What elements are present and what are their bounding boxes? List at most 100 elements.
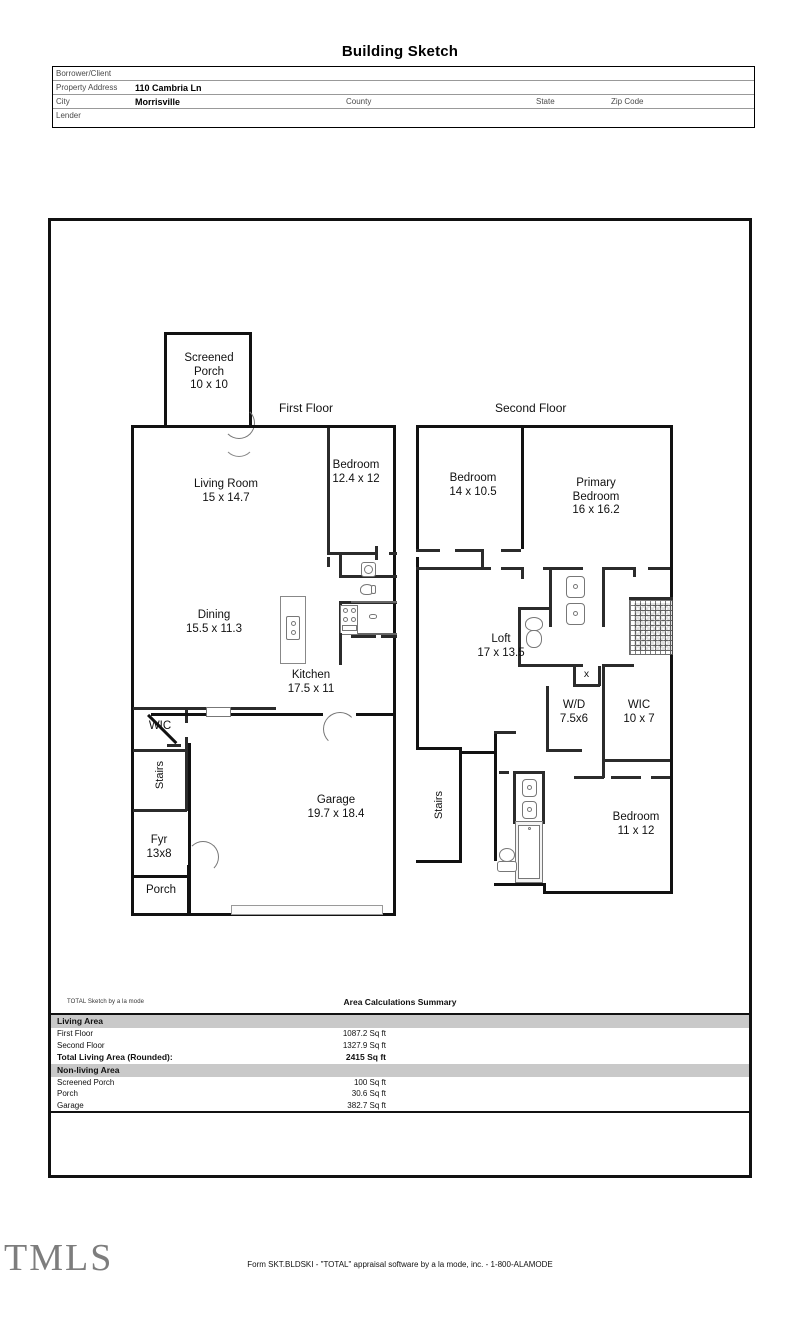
toilet-tank-ff [371,585,376,594]
room-label-primary-bedroom: Primary Bedroom 16 x 16.2 [572,477,620,516]
wall-sf-hallway-v [494,731,497,861]
wall-ff-kitchen-counter-bot [351,633,397,635]
wall-garage-notch [167,744,181,747]
label-second-floor-area: Second Floor [57,1040,105,1050]
wall-ff-top-left [131,425,252,428]
value-property-address[interactable]: 110 Cambria Ln [135,83,202,93]
wall-sf-wd-bottom [546,749,582,752]
sink-bowl-primary-2 [573,611,578,616]
label-city: City [56,97,70,106]
wall-ff-hall-top [389,552,397,555]
wall-sf-pbath-bottom [518,664,550,667]
wall-sf-top [416,425,673,428]
wall-sf-hall-bot [611,776,641,779]
wall-sf-vanity-left [549,567,552,627]
sink-bowl-hall-1 [527,785,532,790]
building-sketch-canvas: First Floor Second Floor Screened Porch … [48,218,752,1178]
wall-sf-stairs-right [459,747,462,863]
room-label-kitchen: Kitchen 17.5 x 11 [287,669,335,695]
wall-sp-top [164,332,252,335]
burner-3 [343,617,348,622]
row-first-floor-area: First Floor 1087.2 Sq ft [51,1028,749,1040]
amount-second-floor-area: 1327.9 Sq ft [342,1040,386,1050]
area-summary-title: Area Calculations Summary [343,997,457,1007]
wall-ff-stairs-bottom [133,809,187,812]
wall-ff-left [131,425,134,916]
value-city[interactable]: Morrisville [135,97,181,107]
wall-sf-wic2-bottom [604,759,670,762]
wall-sf-pbath-top-r2 [648,567,670,570]
island-burner-2 [291,630,296,635]
island-burner-1 [291,621,296,626]
room-label-wic-2: WIC 10 x 7 [623,699,655,725]
sink-bowl-hall-2 [527,807,532,812]
row-city-county-state-zip: City Morrisville County State Zip Code [53,95,754,109]
wall-sf-shower-top [629,597,673,600]
area-summary-table: Living Area First Floor 1087.2 Sq ft Sec… [51,1013,749,1113]
wall-sf-hall-jamb [521,567,524,579]
wall-sf-hbath-right [543,883,546,894]
wall-ff-bed-doorjamb [375,546,378,560]
room-label-closet-x: x [583,668,590,680]
row-property-address: Property Address 110 Cambria Ln [53,81,754,95]
garage-step [206,707,231,717]
wall-sf-wc-top [518,607,550,610]
label-state: State [536,97,555,106]
burner-4 [351,617,356,622]
wall-sp-left [164,332,167,427]
row-porch-area: Porch 30.6 Sq ft [51,1088,749,1100]
wall-sf-bed2-door-a [416,549,440,552]
wall-sf-wic2-jamb [602,754,605,778]
toilet-bowl-primary [526,630,542,648]
wall-sf-hbath-v2 [542,771,545,823]
row-borrower-client: Borrower/Client [53,67,754,81]
wall-sf-pbath-top [543,567,583,570]
sink-bowl-primary-1 [573,584,578,589]
wall-garage-top-r2 [356,713,396,716]
row-screened-porch-area: Screened Porch 100 Sq ft [51,1077,749,1089]
door-screened-porch [223,425,255,457]
wall-sf-hall-bot2 [651,776,670,779]
wall-sf-bed2-jamb [481,549,484,567]
door-garage-entry [323,712,357,746]
row-second-floor-area: Second Floor 1327.9 Sq ft [51,1040,749,1052]
wall-sf-x-right [598,666,601,686]
area-calculations-summary: TOTAL Sketch by a la mode Area Calculati… [51,995,749,1113]
burner-1 [343,608,348,613]
sink-bowl-ff [364,565,373,574]
section-living-area: Living Area [51,1015,749,1028]
room-label-screened-porch: Screened Porch 10 x 10 [184,352,234,391]
wall-ff-bath-top [339,552,371,555]
wall-sf-bed2-door-c [501,549,521,552]
island-cooktop [286,616,300,640]
amount-first-floor-area: 1087.2 Sq ft [342,1029,386,1038]
amount-screened-porch-area: 100 Sq ft [353,1077,386,1087]
wall-sf-hallway-h [459,751,497,754]
bathtub-inner-hall [518,825,540,879]
label-porch-area: Porch [57,1089,78,1098]
sink-icon-kitchen [369,614,377,619]
label-first-floor-area: First Floor [57,1029,93,1038]
room-label-living-room: Living Room 15 x 14.7 [194,478,258,504]
room-label-dining: Dining 15.5 x 11.3 [185,609,243,635]
wall-ff-kitchen-v2 [339,633,342,665]
row-lender: Lender [53,109,754,124]
room-label-wd: W/D 7.5x6 [559,699,589,725]
wall-ff-kitchen-counter-top [351,601,397,603]
room-label-bedroom-2: Bedroom 14 x 10.5 [449,472,497,498]
second-floor-title: Second Floor [495,401,567,415]
wall-sf-hbath-vanity-top [513,771,545,774]
wall-sf-x-left [573,666,576,686]
toilet-icon-hall [499,848,515,862]
garage-overhead-door [231,905,383,915]
wall-sf-wd-right [602,664,605,754]
wall-sf-wic2-bottom2 [574,776,604,779]
room-label-loft: Loft 17 x 13.5 [477,633,525,659]
amount-porch-area: 30.6 Sq ft [351,1089,386,1098]
first-floor-title: First Floor [279,401,333,415]
wall-garage-left [188,743,191,913]
property-info-table: Borrower/Client Property Address 110 Cam… [52,66,755,128]
wall-sf-right [670,425,673,893]
wall-sf-hall-top-b [501,567,523,570]
wall-ff-top-right [252,425,396,428]
